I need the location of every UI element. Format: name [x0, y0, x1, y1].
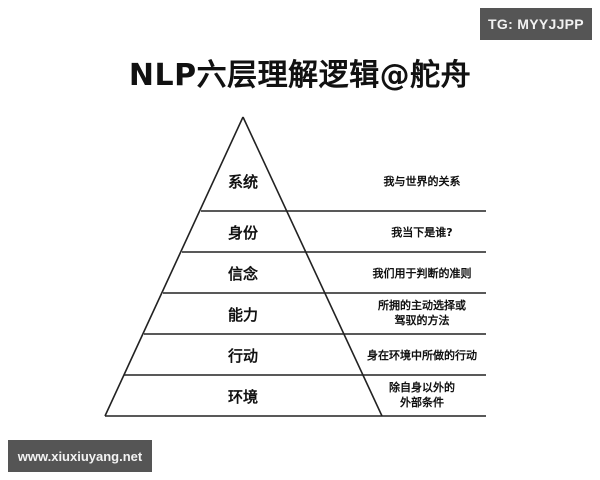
diagram-title: NLP六层理解逻辑@舵舟: [128, 58, 472, 93]
description-line: 所拥的主动选择或: [378, 299, 466, 312]
description-line: 驾驭的方法: [394, 314, 450, 327]
level-behavior-description: 身在环境中所做的行动: [367, 349, 477, 362]
level-identity-description: 我当下是谁?: [391, 226, 453, 239]
pyramid-left-edge: [104, 116, 244, 417]
watermark-tg: TG: MYYJJPP: [480, 8, 592, 40]
watermark-site: www.xiuxiuyang.net: [8, 440, 152, 472]
level-identity: 身份: [227, 224, 258, 242]
level-environment-description: 除自身以外的 外部条件: [357, 380, 487, 410]
level-system-description: 我与世界的关系: [383, 175, 461, 188]
level-environment: 环境: [227, 388, 258, 406]
level-capability: 能力: [227, 306, 258, 324]
level-belief: 信念: [227, 265, 258, 283]
level-capability-description: 所拥的主动选择或 驾驭的方法: [357, 298, 487, 328]
level-behavior: 行动: [227, 347, 258, 365]
level-system: 系统: [227, 173, 258, 191]
description-line: 除自身以外的: [389, 381, 455, 394]
level-belief-description: 我们用于判断的准则: [372, 267, 472, 280]
pyramid-right-edge: [242, 116, 383, 417]
description-line: 外部条件: [400, 396, 444, 409]
